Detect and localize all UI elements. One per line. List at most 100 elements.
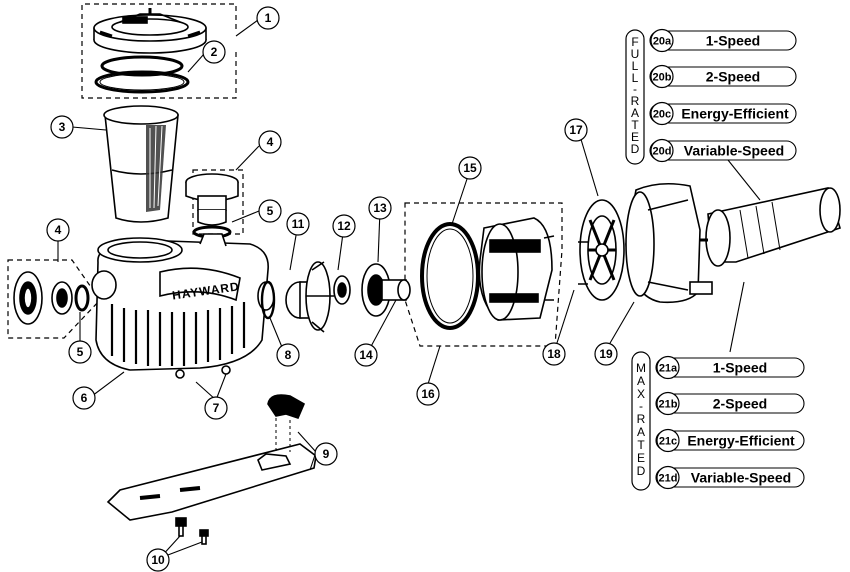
option-21a: 21a 1-Speed — [655, 355, 805, 380]
option-20c: 20c Energy-Efficient — [649, 101, 797, 126]
svg-text:R: R — [631, 94, 640, 108]
svg-text:6: 6 — [81, 391, 88, 405]
union-adapter-left — [13, 271, 73, 325]
callout-2: 2 — [202, 40, 226, 64]
svg-text:5: 5 — [77, 345, 84, 359]
callout-16: 16 — [416, 382, 440, 406]
svg-text:21c: 21c — [659, 436, 677, 448]
svg-text:T: T — [631, 118, 639, 132]
callout-8: 8 — [276, 343, 300, 367]
lid-o-ring — [94, 55, 190, 94]
motor-support-base — [106, 394, 317, 521]
svg-text:5: 5 — [267, 204, 274, 218]
option-21d: 21d Variable-Speed — [655, 465, 805, 490]
svg-text:X: X — [637, 387, 645, 401]
impeller-ring — [333, 275, 351, 305]
svg-text:U: U — [631, 47, 640, 61]
seal-plate-gasket — [420, 222, 480, 330]
callout-6: 6 — [72, 386, 96, 410]
svg-text:21b: 21b — [659, 399, 678, 411]
svg-text:D: D — [637, 464, 646, 478]
svg-text:20d: 20d — [653, 146, 672, 158]
svg-text:Energy-Efficient: Energy-Efficient — [687, 433, 795, 449]
callout-12: 12 — [332, 214, 356, 238]
impeller — [361, 263, 411, 317]
option-20d: 20d Variable-Speed — [649, 138, 797, 163]
svg-text:16: 16 — [421, 387, 435, 401]
svg-text:1-Speed: 1-Speed — [706, 33, 760, 49]
max-rated-vertical-label: M A X - R A T E D — [636, 361, 646, 478]
callout-17: 17 — [564, 118, 588, 142]
seal-plate — [478, 217, 555, 321]
svg-text:8: 8 — [285, 348, 292, 362]
parts-artwork: HAYWARD — [7, 3, 841, 545]
svg-text:13: 13 — [373, 201, 387, 215]
callout-11: 11 — [286, 212, 310, 236]
svg-text:15: 15 — [463, 161, 477, 175]
svg-text:A: A — [637, 374, 645, 388]
o-ring-left — [74, 284, 90, 312]
svg-text:10: 10 — [151, 553, 165, 567]
svg-text:E: E — [631, 130, 639, 144]
full-rated-bracket — [625, 29, 645, 165]
svg-text:18: 18 — [547, 347, 561, 361]
callout-1: 1 — [256, 6, 280, 30]
svg-text:1-Speed: 1-Speed — [713, 360, 767, 376]
union-adapter-top — [185, 173, 239, 226]
svg-text:A: A — [637, 425, 645, 439]
callout-4-left: 4 — [46, 218, 70, 242]
svg-text:D: D — [631, 142, 640, 156]
option-21b: 21b 2-Speed — [655, 391, 805, 416]
svg-text:4: 4 — [267, 135, 274, 149]
svg-text:2-Speed: 2-Speed — [706, 69, 760, 85]
svg-text:1: 1 — [265, 11, 272, 25]
base-screws — [175, 517, 209, 545]
svg-text:20b: 20b — [653, 72, 672, 84]
svg-text:F: F — [631, 35, 638, 49]
svg-text:Variable-Speed: Variable-Speed — [691, 470, 791, 486]
svg-text:Variable-Speed: Variable-Speed — [684, 143, 784, 159]
svg-text:21a: 21a — [659, 363, 678, 375]
svg-text:L: L — [632, 71, 639, 85]
motor-mount-plate — [578, 199, 625, 301]
svg-text:M: M — [636, 361, 646, 375]
callout-18: 18 — [542, 342, 566, 366]
callout-7: 7 — [204, 396, 228, 420]
svg-text:3: 3 — [59, 120, 66, 134]
svg-text:A: A — [631, 106, 639, 120]
svg-text:Energy-Efficient: Energy-Efficient — [681, 106, 789, 122]
svg-text:14: 14 — [359, 348, 373, 362]
svg-text:7: 7 — [213, 401, 220, 415]
svg-text:T: T — [637, 438, 645, 452]
svg-text:20c: 20c — [653, 109, 671, 121]
option-20b: 20b 2-Speed — [649, 64, 797, 89]
lid-group-box — [81, 3, 237, 99]
callout-4-top: 4 — [258, 130, 282, 154]
svg-text:9: 9 — [323, 447, 330, 461]
diffuser — [285, 261, 334, 333]
svg-text:19: 19 — [599, 347, 613, 361]
full-rated-table: F U L L - R A T E D 20a 1-Speed 20b 2-Sp… — [625, 28, 797, 165]
strainer-lid — [93, 8, 207, 54]
pump-housing: HAYWARD — [91, 233, 275, 379]
full-rated-vertical-label: F U L L - R A T E D — [631, 35, 640, 156]
svg-text:2: 2 — [211, 45, 218, 59]
strainer-basket — [103, 105, 179, 223]
svg-text:21d: 21d — [659, 473, 678, 485]
svg-text:-: - — [633, 82, 637, 96]
callout-10: 10 — [146, 548, 170, 572]
option-20a: 20a 1-Speed — [649, 28, 797, 53]
option-21c: 21c Energy-Efficient — [655, 428, 805, 453]
callout-3: 3 — [50, 115, 74, 139]
svg-text:-: - — [639, 399, 643, 413]
motor — [700, 187, 841, 267]
callout-19: 19 — [594, 342, 618, 366]
callout-15: 15 — [458, 156, 482, 180]
max-rated-table: M A X - R A T E D 21a 1-Speed 21b 2-Spee… — [631, 351, 805, 491]
svg-text:17: 17 — [569, 123, 583, 137]
drain-plug-group-box — [7, 259, 101, 339]
callout-13: 13 — [368, 196, 392, 220]
callout-5-left: 5 — [68, 340, 92, 364]
svg-text:2-Speed: 2-Speed — [713, 396, 767, 412]
